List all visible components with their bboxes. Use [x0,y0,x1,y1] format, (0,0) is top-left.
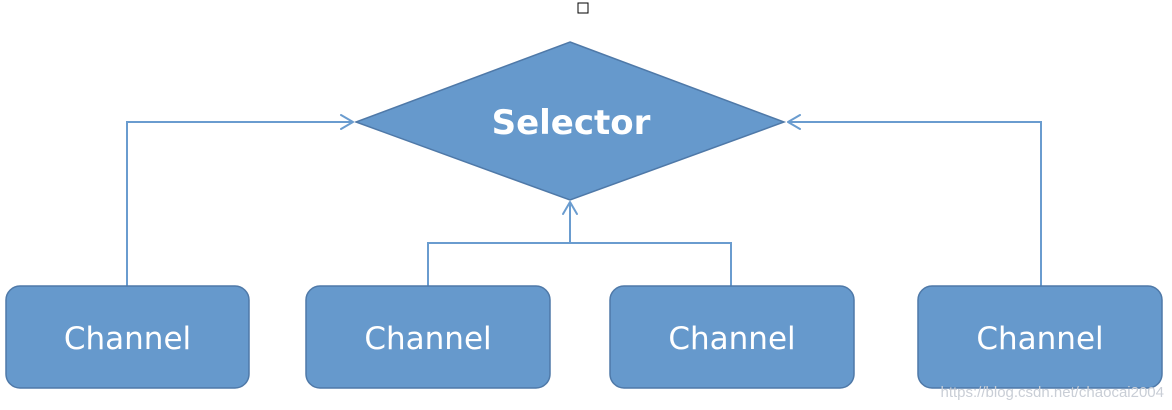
arrowhead-right-icon [787,114,801,130]
watermark-text: https://blog.csdn.net/chaocai2004 [941,384,1165,401]
connectors [126,114,1042,286]
selector-label: Selector [492,103,651,143]
channel-box [305,285,551,389]
arrowhead-left-icon [340,114,354,130]
selector-node: Selector [353,41,787,201]
channel-box [5,285,250,389]
edge-channel-2-to-selector [427,242,570,286]
channel-node: Channel [917,285,1163,389]
selector-diamond [353,41,787,201]
arrowhead-up-icon [562,201,578,215]
channel-box [609,285,855,389]
channel-node: Channel [5,285,250,389]
edge-channel-4-to-selector [789,121,1042,286]
edge-channel-3-to-selector [570,242,732,286]
channel-label: Channel [976,321,1103,357]
channel-label: Channel [364,321,491,357]
channel-label: Channel [64,321,191,357]
channel-node: Channel [305,285,551,389]
edge-channel-1-to-selector [126,121,352,286]
channel-label: Channel [668,321,795,357]
channel-box [917,285,1163,389]
anchor-square-icon [577,2,589,14]
channel-node: Channel [609,285,855,389]
